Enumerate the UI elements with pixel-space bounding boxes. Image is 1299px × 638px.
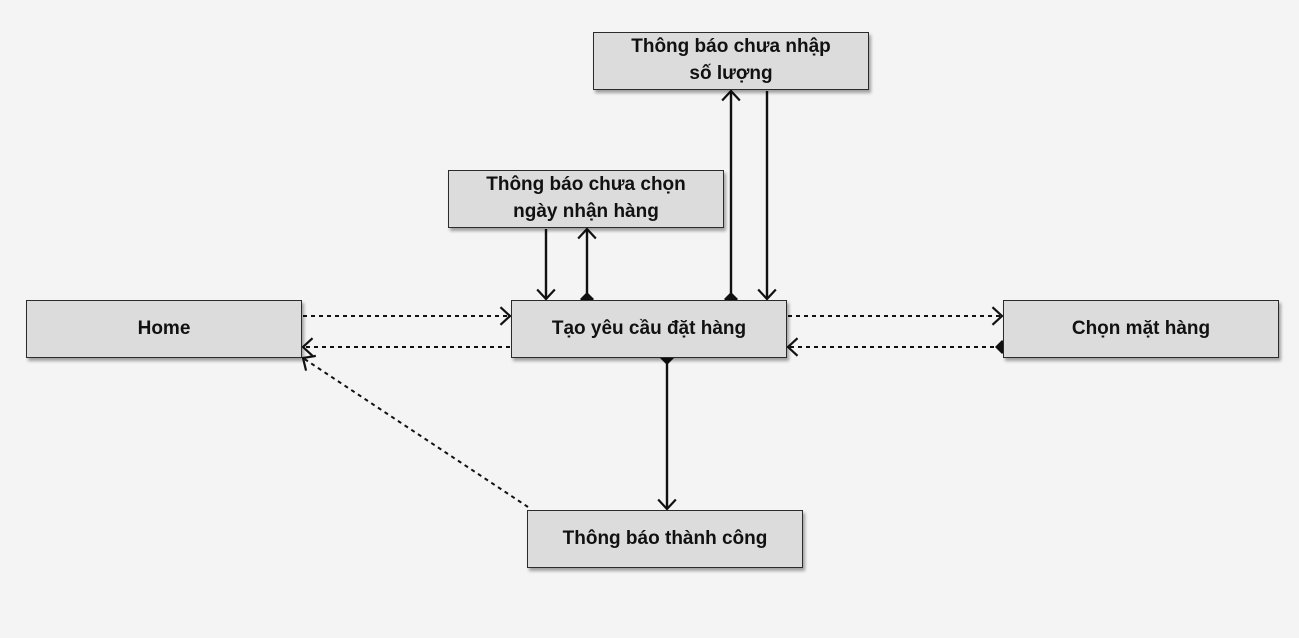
arrowhead-icon bbox=[757, 288, 777, 301]
edge-success-to-home bbox=[301, 354, 529, 508]
edge-select-item-to-create-order bbox=[786, 337, 1009, 357]
node-no-quantity-warning[interactable]: Thông báo chưa nhập số lượng bbox=[593, 32, 869, 90]
arrowhead-icon bbox=[657, 498, 677, 511]
node-create-order-label: Tạo yêu cầu đặt hàng bbox=[551, 317, 747, 339]
node-no-date-line1: Thông báo chưa chọn bbox=[486, 174, 686, 196]
node-success[interactable]: Thông báo thành công bbox=[527, 510, 803, 568]
arrowhead-icon bbox=[786, 337, 799, 357]
arrowhead-icon bbox=[301, 354, 317, 371]
edge-create-order-to-no-quantity bbox=[721, 89, 741, 306]
edge-create-order-to-home bbox=[301, 337, 510, 357]
node-no-date-warning[interactable]: Thông báo chưa chọn ngày nhận hàng bbox=[448, 170, 724, 228]
arrowhead-icon bbox=[536, 288, 556, 301]
node-no-quantity-line2: số lượng bbox=[689, 63, 773, 84]
edge-create-order-to-no-date bbox=[577, 227, 597, 306]
node-home[interactable]: Home bbox=[26, 300, 302, 358]
node-no-date-line2: ngày nhận hàng bbox=[513, 201, 659, 222]
node-create-order[interactable]: Tạo yêu cầu đặt hàng bbox=[511, 300, 787, 358]
node-select-item-label: Chọn mặt hàng bbox=[1071, 317, 1211, 339]
arrowhead-icon bbox=[991, 306, 1004, 326]
node-select-item[interactable]: Chọn mặt hàng bbox=[1003, 300, 1279, 358]
node-success-label: Thông báo thành công bbox=[562, 527, 768, 549]
arrowhead-icon bbox=[721, 89, 741, 102]
node-home-label: Home bbox=[137, 317, 191, 339]
connector-line bbox=[302, 357, 529, 508]
arrowhead-icon bbox=[499, 306, 512, 326]
edge-home-to-create-order bbox=[303, 306, 512, 326]
arrowhead-icon bbox=[301, 337, 314, 357]
node-no-quantity-line1: Thông báo chưa nhập bbox=[631, 36, 831, 58]
arrowhead-icon bbox=[577, 227, 597, 240]
edge-no-quantity-to-create-order bbox=[757, 91, 777, 301]
edge-create-order-to-success bbox=[657, 351, 677, 511]
edge-no-date-to-create-order bbox=[536, 229, 556, 301]
edge-create-order-to-select-item bbox=[788, 306, 1004, 326]
